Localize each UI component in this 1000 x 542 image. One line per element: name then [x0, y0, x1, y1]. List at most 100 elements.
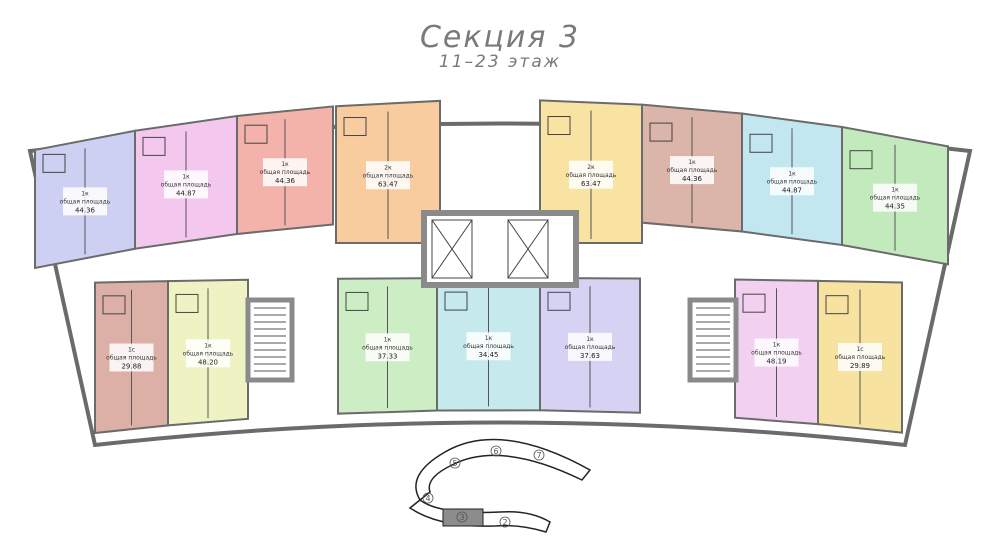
- bed-icon: [42, 153, 66, 173]
- bed-icon: [749, 133, 773, 153]
- bed-icon: [244, 124, 268, 144]
- apartment-type: 1с: [856, 346, 863, 353]
- label-box: [754, 338, 799, 367]
- section-number: 2: [502, 518, 507, 527]
- apartment-type: 1к: [204, 342, 212, 349]
- area-caption: общая площадь: [566, 172, 617, 179]
- label-box: [63, 187, 107, 216]
- apartment-type: 1к: [182, 173, 190, 180]
- section-title: Секция 3: [419, 20, 581, 55]
- bed-icon: [547, 116, 571, 136]
- key-plan: 2 3 4 5 6 7: [408, 438, 592, 533]
- key-plan-section-5[interactable]: 5: [449, 457, 461, 469]
- area-caption: общая площадь: [183, 350, 234, 357]
- label-box: [263, 158, 307, 187]
- apartment-type: 2к: [384, 164, 392, 171]
- area-caption: общая площадь: [751, 350, 802, 357]
- area-caption: общая площадь: [362, 344, 413, 351]
- apartment-area: 48.19: [766, 358, 786, 366]
- area-caption: общая площадь: [161, 181, 212, 188]
- apartment-type: 1к: [281, 161, 289, 168]
- apartment-type: 1к: [773, 342, 781, 349]
- label-box: [873, 183, 917, 212]
- bed-icon: [142, 136, 166, 156]
- elevator-core: [421, 210, 579, 288]
- apartment-area: 48.20: [198, 358, 218, 366]
- elevator-cross-icon: [507, 219, 549, 279]
- label-box: [186, 339, 230, 368]
- key-plan-section-4[interactable]: 4: [422, 492, 434, 504]
- label-box: [838, 343, 882, 372]
- apartment-area: 44.35: [885, 203, 905, 211]
- apartment-type: 1к: [586, 336, 594, 343]
- bed-icon: [343, 117, 367, 137]
- area-caption: общая площадь: [667, 167, 718, 174]
- apartment-type: 1к: [485, 335, 493, 342]
- key-plan-section-3[interactable]: 3: [456, 511, 468, 523]
- apartment-type: 1к: [788, 170, 796, 177]
- stairwell-1: [245, 297, 295, 383]
- apartment-area: 44.87: [782, 186, 802, 194]
- bed-icon: [345, 291, 369, 311]
- floor-range: 11–23 этаж: [438, 52, 562, 72]
- label-box: [164, 170, 208, 199]
- apartment-area: 37.33: [377, 352, 397, 360]
- label-box: [670, 156, 714, 185]
- stairwell-2: [687, 297, 739, 383]
- label-box: [568, 332, 612, 361]
- bed-icon: [102, 295, 126, 315]
- apartment-area: 34.45: [478, 351, 498, 359]
- apartment-area: 29.89: [850, 362, 870, 370]
- label-box: [365, 333, 410, 362]
- apartment-type: 1к: [384, 336, 392, 343]
- bed-icon: [547, 291, 571, 311]
- apartment-type: 1с: [128, 347, 135, 354]
- area-caption: общая площадь: [260, 169, 311, 176]
- apartment-type: 2к: [587, 164, 595, 171]
- bed-icon: [444, 291, 468, 311]
- area-caption: общая площадь: [835, 354, 886, 361]
- section-number: 3: [459, 513, 464, 522]
- elevator-cross-icon: [431, 219, 473, 279]
- apartment-area: 63.47: [378, 180, 398, 188]
- bed-icon: [849, 150, 873, 170]
- section-number: 4: [425, 494, 430, 503]
- bed-icon: [742, 293, 766, 313]
- bed-icon: [825, 295, 849, 315]
- apartment-area: 63.47: [581, 180, 601, 188]
- elevator-shaft: [507, 219, 549, 279]
- apartment-type: 1к: [688, 159, 696, 166]
- apartment-area: 44.36: [75, 206, 96, 214]
- apartment-area: 44.36: [682, 175, 703, 183]
- section-number: 7: [536, 451, 541, 460]
- label-box: [109, 343, 154, 372]
- key-plan-section-7[interactable]: 7: [533, 449, 545, 461]
- area-caption: общая площадь: [60, 198, 111, 205]
- area-caption: общая площадь: [463, 343, 514, 350]
- area-caption: общая площадь: [565, 344, 616, 351]
- apartment-area: 29.88: [121, 363, 141, 371]
- apartment-area: 44.36: [275, 177, 296, 185]
- label-box: [466, 332, 511, 361]
- key-plan-section-6[interactable]: 6: [490, 445, 502, 457]
- apartment-area: 37.63: [580, 352, 600, 360]
- key-plan-section-2[interactable]: 2: [499, 516, 511, 528]
- section-number: 5: [452, 459, 457, 468]
- area-caption: общая площадь: [767, 178, 818, 185]
- bed-icon: [649, 122, 673, 142]
- apartment-type: 1к: [81, 190, 89, 197]
